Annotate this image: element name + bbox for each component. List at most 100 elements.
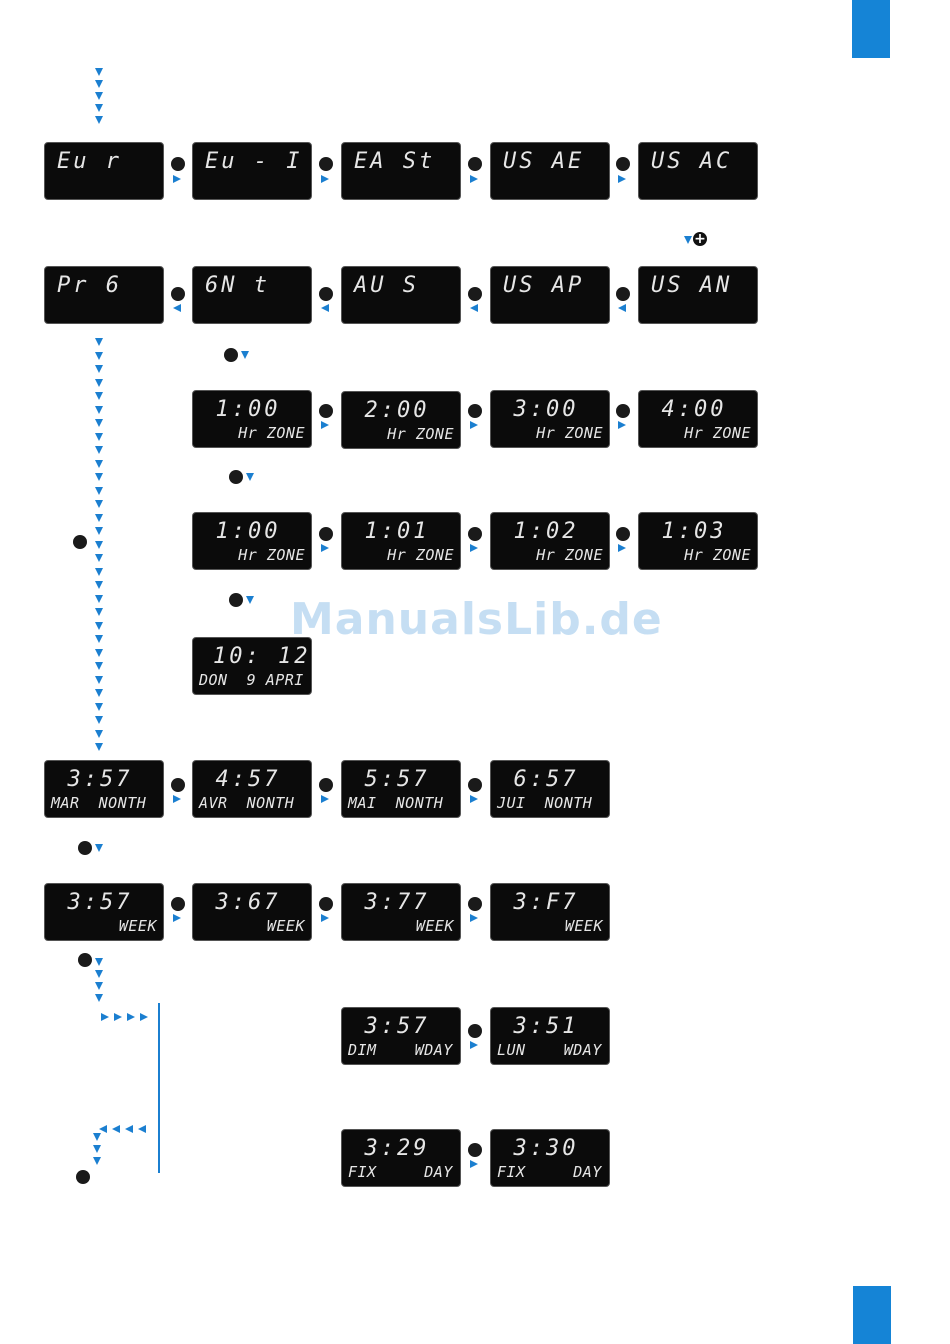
lcd-text: Eu r <box>57 149 122 174</box>
arrow-down-icon <box>95 676 103 684</box>
lcd-sub: WEEK <box>118 917 157 935</box>
button-dot-icon <box>171 897 185 911</box>
arrow-right-icon <box>173 795 181 803</box>
arrow-down-icon <box>241 351 249 359</box>
lcd-sub: AVR NONTH <box>199 794 295 812</box>
arrow-down-icon <box>95 365 103 373</box>
button-dot-icon <box>78 953 92 967</box>
arrow-right-icon <box>101 1013 109 1021</box>
arrow-right-icon <box>470 421 478 429</box>
lcd-text: EA St <box>354 149 436 174</box>
arrow-down-icon <box>95 406 103 414</box>
arrow-down-icon <box>95 92 103 100</box>
button-dot-icon <box>171 778 185 792</box>
lcd-main: 2:00 <box>364 398 430 423</box>
arrow-down-icon <box>95 514 103 522</box>
arrow-down-icon <box>95 703 103 711</box>
arrow-right-icon <box>173 175 181 183</box>
lcd-main: 3:67 <box>215 890 281 915</box>
button-dot-icon <box>468 287 482 301</box>
lcd-main: 4:00 <box>661 397 727 422</box>
arrow-down-icon <box>246 473 254 481</box>
lcd-country-aus: AU S <box>341 266 461 324</box>
arrow-right-icon <box>321 795 329 803</box>
button-dot-icon <box>468 1024 482 1038</box>
arrow-right-icon <box>321 421 329 429</box>
arrow-left-icon <box>138 1125 146 1133</box>
arrow-down-icon <box>95 568 103 576</box>
lcd-text: Pr 6 <box>57 273 122 298</box>
arrow-right-icon <box>470 175 478 183</box>
arrow-left-icon <box>618 304 626 312</box>
lcd-country-usac: US AC <box>638 142 758 200</box>
lcd-sub: Hr ZONE <box>387 425 454 443</box>
lcd-main: 1:03 <box>661 519 727 544</box>
arrow-down-icon <box>95 844 103 852</box>
arrow-right-icon <box>321 544 329 552</box>
button-dot-icon <box>78 841 92 855</box>
bottom-right-tab <box>853 1286 891 1344</box>
arrow-down-icon <box>95 116 103 124</box>
button-dot-icon <box>319 287 333 301</box>
arrow-left-icon <box>173 304 181 312</box>
arrow-down-icon <box>95 460 103 468</box>
button-dot-icon <box>229 593 243 607</box>
lcd-text: AU S <box>354 273 419 298</box>
arrow-down-icon <box>95 716 103 724</box>
lcd-sub: MAR NONTH <box>51 794 147 812</box>
arrow-down-icon <box>95 662 103 670</box>
arrow-down-icon <box>95 419 103 427</box>
bracket-line <box>158 1003 160 1173</box>
arrow-down-icon <box>95 554 103 562</box>
plus-icon: + <box>693 231 707 247</box>
lcd-sub: Hr ZONE <box>684 546 751 564</box>
arrow-down-icon <box>95 982 103 990</box>
lcd-text: Eu - I <box>205 149 303 174</box>
lcd-main: 1:00 <box>215 519 281 544</box>
button-dot-icon <box>468 404 482 418</box>
button-dot-icon <box>319 527 333 541</box>
lcd-country-usap: US AP <box>490 266 610 324</box>
button-dot-icon <box>319 778 333 792</box>
button-dot-icon <box>616 527 630 541</box>
lcd-country-east: EA St <box>341 142 461 200</box>
lcd-country-gmt: 6N t <box>192 266 312 324</box>
lcd-country-usae: US AE <box>490 142 610 200</box>
arrow-down-icon <box>95 487 103 495</box>
arrow-right-icon <box>470 795 478 803</box>
lcd-sub: Hr ZONE <box>238 424 305 442</box>
arrow-down-icon <box>95 970 103 978</box>
arrow-down-icon <box>95 68 103 76</box>
lcd-text: US AP <box>503 273 585 298</box>
button-dot-icon <box>319 897 333 911</box>
button-dot-icon <box>468 157 482 171</box>
button-dot-icon <box>76 1170 90 1184</box>
arrow-right-icon <box>140 1013 148 1021</box>
button-dot-icon <box>319 404 333 418</box>
arrow-right-icon <box>321 175 329 183</box>
arrow-right-icon <box>127 1013 135 1021</box>
arrow-left-icon <box>321 304 329 312</box>
lcd-zone-minute-3: 1:03 Hr ZONE <box>638 512 758 570</box>
arrow-down-icon <box>95 743 103 751</box>
lcd-main: 5:57 <box>364 767 430 792</box>
lcd-main: 1:02 <box>513 519 579 544</box>
arrow-right-icon <box>470 914 478 922</box>
lcd-sub: JUI NONTH <box>497 794 593 812</box>
arrow-right-icon <box>173 914 181 922</box>
lcd-text: US AE <box>503 149 585 174</box>
arrow-down-icon <box>95 541 103 549</box>
button-dot-icon <box>319 157 333 171</box>
arrow-down-icon <box>95 595 103 603</box>
button-dot-icon <box>224 348 238 362</box>
lcd-country-eu1: Eu - I <box>192 142 312 200</box>
